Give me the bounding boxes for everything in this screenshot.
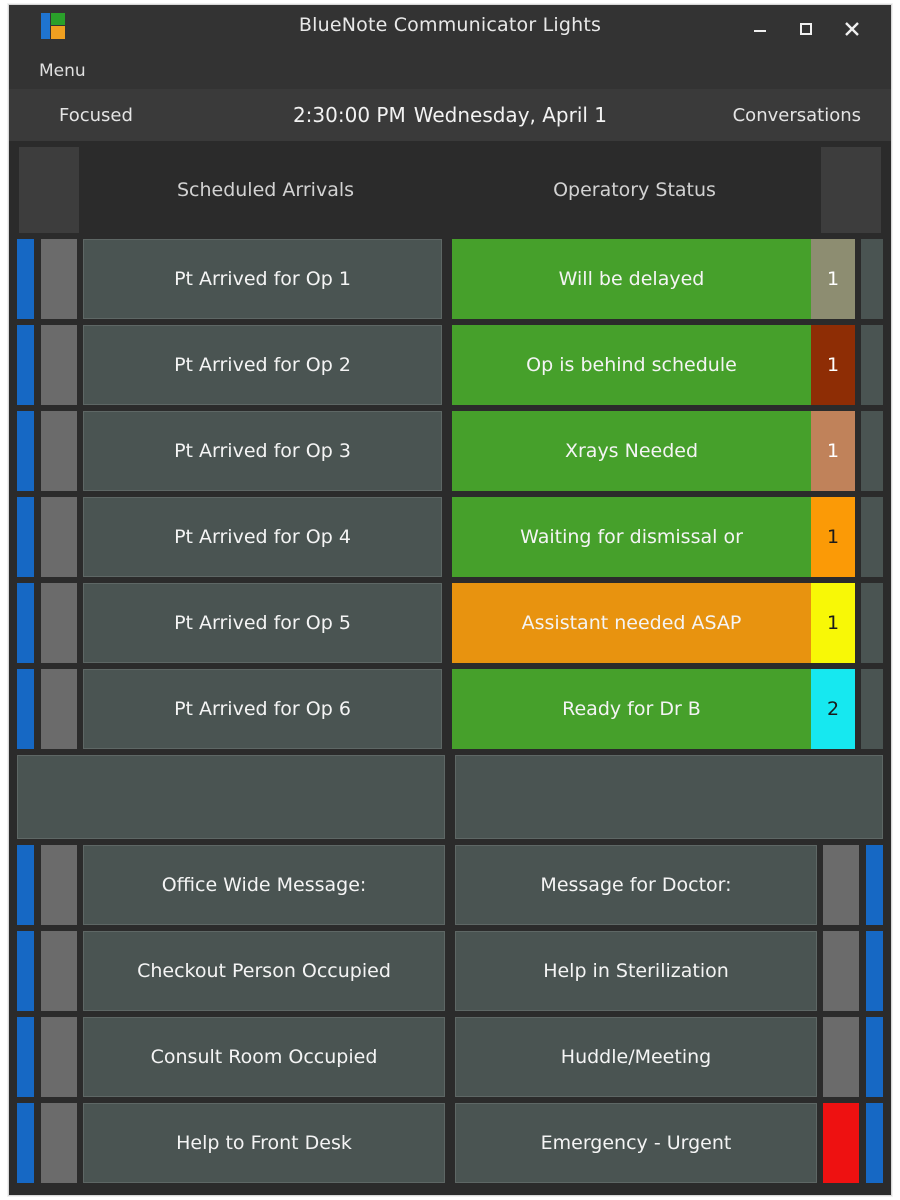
status-button[interactable]: Xrays Needed — [452, 411, 811, 491]
column-header-row: Scheduled Arrivals Operatory Status — [17, 147, 883, 233]
arrival-button[interactable]: Pt Arrived for Op 2 — [83, 325, 442, 405]
row-tail-cell — [861, 583, 883, 663]
status-count-badge[interactable]: 1 — [811, 411, 855, 491]
row-toggle-chip-right[interactable] — [823, 931, 859, 1011]
separator-panel-left — [17, 755, 445, 839]
row-indicator-blue[interactable] — [17, 239, 34, 319]
application-window: BlueNote Communicator Lights Menu Focuse… — [8, 4, 892, 1196]
row-tail-cell — [861, 669, 883, 749]
minimize-icon[interactable] — [737, 7, 783, 51]
clock-date: Wednesday, April 1 — [413, 103, 608, 127]
status-count-badge[interactable]: 1 — [811, 325, 855, 405]
row-indicator-blue-right[interactable] — [866, 1103, 883, 1183]
row-toggle-chip-left[interactable] — [41, 845, 77, 925]
status-count-badge[interactable]: 1 — [811, 239, 855, 319]
row-indicator-blue-left[interactable] — [17, 931, 34, 1011]
row-toggle-chip-left[interactable] — [41, 931, 77, 1011]
row-toggle-chip-right[interactable] — [823, 1017, 859, 1097]
row-toggle-chip[interactable] — [41, 411, 77, 491]
message-button-right[interactable]: Message for Doctor: — [455, 845, 817, 925]
message-button-right[interactable]: Emergency - Urgent — [455, 1103, 817, 1183]
menu-item-menu[interactable]: Menu — [39, 61, 86, 81]
row-indicator-blue-right[interactable] — [866, 1017, 883, 1097]
title-bar[interactable]: BlueNote Communicator Lights — [9, 5, 891, 53]
header-right-pad — [821, 147, 881, 233]
row-indicator-blue[interactable] — [17, 325, 34, 405]
clock-time: 2:30:00 PM — [292, 103, 406, 127]
row-toggle-chip[interactable] — [41, 669, 77, 749]
arrival-button[interactable]: Pt Arrived for Op 4 — [83, 497, 442, 577]
row-indicator-blue-right[interactable] — [866, 845, 883, 925]
row-toggle-chip-left[interactable] — [41, 1103, 77, 1183]
arrival-button[interactable]: Pt Arrived for Op 6 — [83, 669, 442, 749]
row-toggle-chip-right[interactable] — [823, 1103, 859, 1183]
status-count-badge[interactable]: 1 — [811, 497, 855, 577]
row-toggle-chip-left[interactable] — [41, 1017, 77, 1097]
separator-panel-right — [455, 755, 883, 839]
message-button-left[interactable]: Office Wide Message: — [83, 845, 445, 925]
message-button-right[interactable]: Huddle/Meeting — [455, 1017, 817, 1097]
conversations-label[interactable]: Conversations — [732, 104, 861, 126]
row-indicator-blue[interactable] — [17, 669, 34, 749]
row-indicator-blue[interactable] — [17, 583, 34, 663]
status-button[interactable]: Will be delayed — [452, 239, 811, 319]
status-count-badge[interactable]: 2 — [811, 669, 855, 749]
arrival-button[interactable]: Pt Arrived for Op 3 — [83, 411, 442, 491]
row-toggle-chip[interactable] — [41, 325, 77, 405]
header-scheduled-arrivals: Scheduled Arrivals — [176, 179, 355, 201]
light-board: Scheduled Arrivals Operatory Status Pt A… — [9, 141, 891, 1195]
row-toggle-chip[interactable] — [41, 497, 77, 577]
arrival-button[interactable]: Pt Arrived for Op 1 — [83, 239, 442, 319]
status-count-badge[interactable]: 1 — [811, 583, 855, 663]
message-button-left[interactable]: Help to Front Desk — [83, 1103, 445, 1183]
row-toggle-chip[interactable] — [41, 239, 77, 319]
status-button[interactable]: Assistant needed ASAP — [452, 583, 811, 663]
bluenote-logo-icon — [41, 13, 65, 39]
row-toggle-chip-right[interactable] — [823, 845, 859, 925]
row-tail-cell — [861, 411, 883, 491]
row-indicator-blue-left[interactable] — [17, 1017, 34, 1097]
message-button-left[interactable]: Consult Room Occupied — [83, 1017, 445, 1097]
arrival-button[interactable]: Pt Arrived for Op 5 — [83, 583, 442, 663]
window-controls — [737, 5, 875, 53]
row-tail-cell — [861, 239, 883, 319]
status-button[interactable]: Ready for Dr B — [452, 669, 811, 749]
row-tail-cell — [861, 325, 883, 405]
row-indicator-blue-left[interactable] — [17, 1103, 34, 1183]
separator-row — [17, 755, 883, 839]
maximize-icon[interactable] — [783, 7, 829, 51]
message-row: Office Wide Message:Message for Doctor: — [17, 845, 883, 925]
close-icon[interactable] — [829, 7, 875, 51]
menu-bar: Menu — [9, 53, 891, 89]
message-button-right[interactable]: Help in Sterilization — [455, 931, 817, 1011]
header-operatory-status: Operatory Status — [553, 179, 716, 201]
row-toggle-chip[interactable] — [41, 583, 77, 663]
focused-label[interactable]: Focused — [59, 104, 133, 126]
row-indicator-blue[interactable] — [17, 497, 34, 577]
status-button[interactable]: Op is behind schedule — [452, 325, 811, 405]
header-left-pad — [19, 147, 79, 233]
row-indicator-blue[interactable] — [17, 411, 34, 491]
status-button[interactable]: Waiting for dismissal or — [452, 497, 811, 577]
status-bar: Focused 2:30:00 PM Wednesday, April 1 Con… — [9, 89, 891, 141]
row-tail-cell — [861, 497, 883, 577]
clock-and-date: 2:30:00 PM Wednesday, April 1 — [9, 103, 891, 127]
row-indicator-blue-right[interactable] — [866, 931, 883, 1011]
message-rows: Office Wide Message:Message for Doctor:C… — [17, 845, 883, 1189]
message-button-left[interactable]: Checkout Person Occupied — [83, 931, 445, 1011]
row-indicator-blue-left[interactable] — [17, 845, 34, 925]
